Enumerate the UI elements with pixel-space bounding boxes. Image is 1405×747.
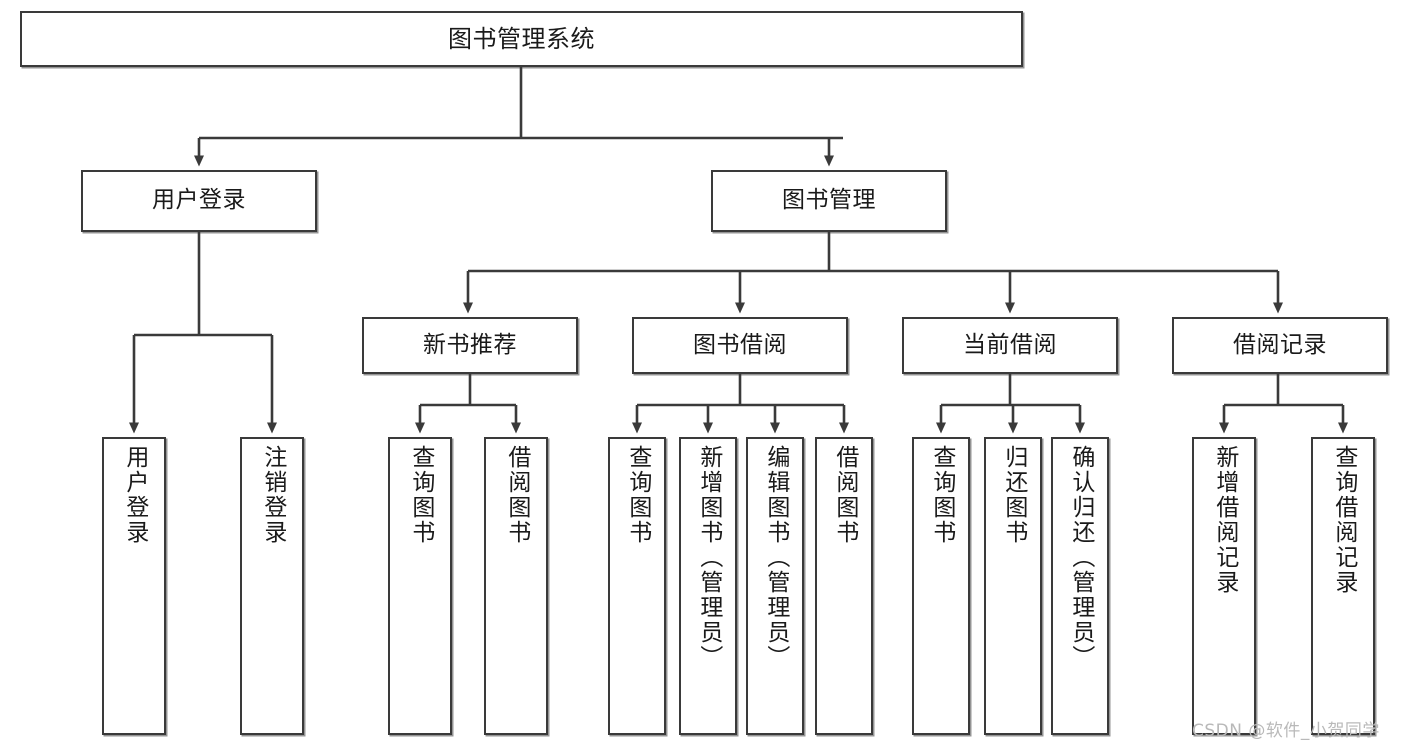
node-user-login[interactable]: 用户登录 <box>81 170 317 232</box>
node-leaf-borrow-book-bb-label: 借阅图书 <box>831 445 858 545</box>
csdn-watermark: CSDN @软件_小贺同学 <box>1192 721 1380 741</box>
node-book-manage-label: 图书管理 <box>782 187 876 214</box>
node-book-manage[interactable]: 图书管理 <box>711 170 947 232</box>
node-leaf-query-record-label: 查询借阅记录 <box>1330 445 1357 595</box>
node-new-book-rec-label: 新书推荐 <box>423 331 517 358</box>
node-leaf-query-book-bb-label: 查询图书 <box>624 445 651 545</box>
node-leaf-query-book-cb-label: 查询图书 <box>928 445 955 545</box>
node-current-borrow[interactable]: 当前借阅 <box>902 317 1118 374</box>
node-leaf-edit-book-label: 编辑图书（管理员） <box>762 445 789 670</box>
node-leaf-add-record-label: 新增借阅记录 <box>1211 445 1238 595</box>
node-borrow-record[interactable]: 借阅记录 <box>1172 317 1388 374</box>
node-leaf-add-book-label: 新增图书（管理员） <box>695 445 722 670</box>
node-leaf-add-record[interactable]: 新增借阅记录 <box>1192 437 1256 735</box>
node-leaf-user-login-label: 用户登录 <box>121 445 148 545</box>
node-leaf-borrow-book-bb[interactable]: 借阅图书 <box>815 437 873 735</box>
node-leaf-query-book-cb[interactable]: 查询图书 <box>912 437 970 735</box>
node-leaf-borrow-book-rec-label: 借阅图书 <box>503 445 530 545</box>
node-user-login-label: 用户登录 <box>152 187 246 214</box>
node-leaf-user-logout-label: 注销登录 <box>259 445 286 545</box>
node-book-borrow[interactable]: 图书借阅 <box>632 317 848 374</box>
node-leaf-query-book-rec-label: 查询图书 <box>407 445 434 545</box>
node-book-borrow-label: 图书借阅 <box>693 331 787 358</box>
node-leaf-query-book-rec[interactable]: 查询图书 <box>388 437 452 735</box>
node-leaf-return-book-label: 归还图书 <box>1000 445 1027 545</box>
node-leaf-user-logout[interactable]: 注销登录 <box>240 437 304 735</box>
node-new-book-rec[interactable]: 新书推荐 <box>362 317 578 374</box>
node-leaf-return-book[interactable]: 归还图书 <box>984 437 1042 735</box>
node-leaf-user-login[interactable]: 用户登录 <box>102 437 166 735</box>
node-leaf-edit-book[interactable]: 编辑图书（管理员） <box>746 437 804 735</box>
node-borrow-record-label: 借阅记录 <box>1233 331 1327 358</box>
node-current-borrow-label: 当前借阅 <box>963 331 1057 358</box>
node-root[interactable]: 图书管理系统 <box>20 11 1023 67</box>
node-leaf-confirm-return[interactable]: 确认归还（管理员） <box>1051 437 1109 735</box>
node-leaf-query-record[interactable]: 查询借阅记录 <box>1311 437 1375 735</box>
node-leaf-borrow-book-rec[interactable]: 借阅图书 <box>484 437 548 735</box>
node-root-label: 图书管理系统 <box>448 24 595 53</box>
node-leaf-add-book[interactable]: 新增图书（管理员） <box>679 437 737 735</box>
node-leaf-confirm-return-label: 确认归还（管理员） <box>1067 445 1094 670</box>
node-leaf-query-book-bb[interactable]: 查询图书 <box>608 437 666 735</box>
